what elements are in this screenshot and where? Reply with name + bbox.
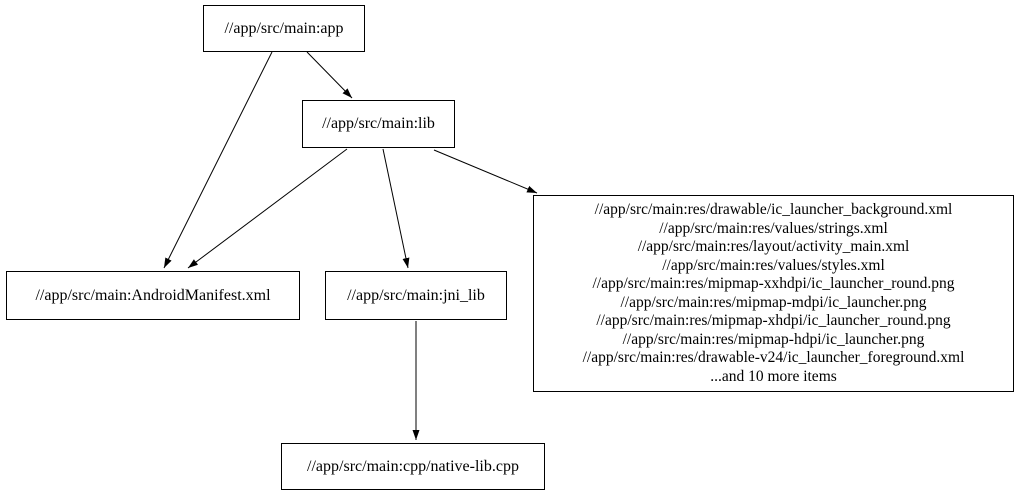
edge-app-to-android-manifest bbox=[163, 51, 273, 269]
res-group-line: //app/src/main:res/mipmap-xhdpi/ic_launc… bbox=[596, 312, 951, 329]
res-group-line: //app/src/main:res/mipmap-mdpi/ic_launch… bbox=[620, 293, 927, 311]
res-group-line: //app/src/main:res/mipmap-xxhdpi/ic_laun… bbox=[592, 275, 955, 292]
edge-lib-to-res-group bbox=[433, 149, 538, 194]
node-lib: //app/src/main:lib bbox=[302, 100, 455, 148]
res-group-more-items: ...and 10 more items bbox=[710, 367, 837, 385]
res-group-line: //app/src/main:res/values/strings.xml bbox=[659, 219, 888, 237]
edge-lib-to-android-manifest bbox=[187, 148, 348, 269]
edge-app-to-lib bbox=[306, 51, 353, 99]
node-app: //app/src/main:app bbox=[203, 5, 365, 52]
res-group-line: //app/src/main:res/drawable/ic_launcher_… bbox=[594, 201, 953, 218]
res-group-line: //app/src/main:res/layout/activity_main.… bbox=[637, 238, 910, 255]
node-jni-lib: //app/src/main:jni_lib bbox=[325, 271, 507, 320]
res-group-line: //app/src/main:res/values/styles.xml bbox=[662, 256, 885, 274]
node-res-group: //app/src/main:res/drawable/ic_launcher_… bbox=[533, 195, 1014, 392]
edge-lib-to-jni-lib bbox=[382, 148, 410, 269]
res-group-line: //app/src/main:res/mipmap-hdpi/ic_launch… bbox=[622, 330, 925, 348]
node-native-lib-cpp: //app/src/main:cpp/native-lib.cpp bbox=[281, 443, 545, 490]
node-android-manifest: //app/src/main:AndroidManifest.xml bbox=[6, 271, 300, 320]
res-group-line: //app/src/main:res/drawable-v24/ic_launc… bbox=[582, 349, 965, 366]
